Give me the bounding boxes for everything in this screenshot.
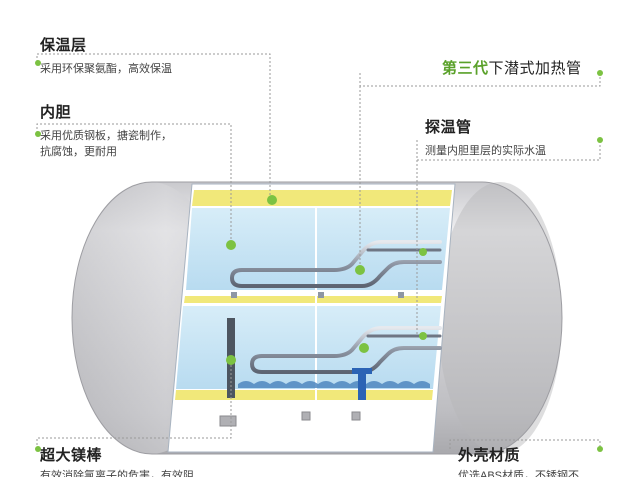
- callout-dot-heating-tube-lower: [359, 343, 369, 353]
- label-temp-probe: 探温管 测量内胆里层的实际水温: [425, 116, 546, 159]
- label-shell-desc: 优选ABS材质，不锈钢不: [458, 470, 580, 477]
- label-magnesium-rod-desc: 有效消除氯离子的危害，有效阻: [40, 470, 194, 477]
- callout-dots: [35, 60, 603, 452]
- callout-dot-liner-left: [35, 131, 41, 137]
- callout-dot-insulation-left: [35, 60, 41, 66]
- callout-dot-shell-right: [597, 446, 603, 452]
- callout-dot-temp-probe: [419, 248, 427, 256]
- callout-dot-temp-probe-lower: [419, 332, 427, 340]
- callout-dot-probe-right: [597, 137, 603, 143]
- label-liner: 内胆 采用优质钢板，搪瓷制作， 抗腐蚀，更耐用: [40, 101, 172, 160]
- label-liner-title: 内胆: [40, 104, 72, 121]
- callout-dot-rod-left: [35, 446, 41, 452]
- leader-lines: [36, 53, 601, 449]
- middle-insulation-layer: [184, 296, 442, 303]
- bottom-insulation-layer: [175, 390, 433, 400]
- heating-tube: [230, 240, 442, 374]
- inlet-valve: [352, 368, 372, 400]
- callout-dot-liner: [226, 240, 236, 250]
- callout-dot-heating-tube: [355, 265, 365, 275]
- label-magnesium-rod: 超大镁棒 有效消除氯离子的危害，有效阻: [40, 444, 194, 477]
- label-liner-desc-line1: 采用优质钢板，搪瓷制作，: [40, 130, 172, 142]
- label-heating-tube: 第三代下潜式加热管: [442, 57, 582, 78]
- label-liner-desc-line2: 抗腐蚀，更耐用: [40, 146, 117, 158]
- label-heating-tube-rest: 下潜式加热管: [488, 60, 582, 77]
- water-ripples: [238, 381, 430, 388]
- label-magnesium-rod-title: 超大镁棒: [40, 447, 103, 464]
- label-insulation-title: 保温层: [40, 37, 87, 54]
- label-insulation: 保温层 采用环保聚氨酯，高效保温: [40, 34, 172, 77]
- callout-dot-insulation: [267, 195, 277, 205]
- top-insulation-layer: [192, 190, 452, 206]
- callout-dot-heating-right: [597, 70, 603, 76]
- label-heating-tube-accent: 第三代: [442, 60, 489, 77]
- label-temp-probe-desc: 测量内胆里层的实际水温: [425, 145, 546, 157]
- label-shell-title: 外壳材质: [458, 447, 521, 464]
- bottom-pipes: [219, 411, 361, 427]
- inner-liner: [167, 183, 456, 453]
- label-shell: 外壳材质 优选ABS材质，不锈钢不: [458, 444, 579, 477]
- callout-dot-magnesium-rod: [226, 355, 236, 365]
- label-insulation-desc: 采用环保聚氨酯，高效保温: [40, 63, 172, 75]
- label-temp-probe-title: 探温管: [425, 119, 472, 136]
